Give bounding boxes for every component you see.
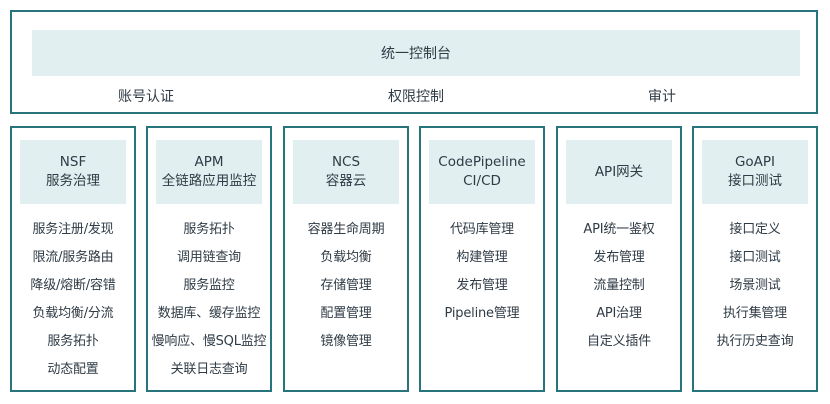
- module-item-list: API统一鉴权发布管理流量控制 API治理自定义插件: [558, 216, 680, 356]
- module-item: 自定义插件: [586, 334, 651, 349]
- module-item: 执行历史查询: [716, 334, 794, 349]
- module-header: APM 全链路应用监控: [156, 140, 262, 204]
- module-item: 服务拓扑: [183, 222, 235, 237]
- module-item: 执行集管理: [722, 306, 787, 321]
- module-item-list: 接口定义接口测试场景测试执行集管理执行历史查询: [694, 216, 816, 356]
- module-item: 服务监控: [183, 278, 235, 293]
- module-item: 负载均衡/分流: [32, 306, 114, 321]
- module-item: 存储管理: [320, 278, 372, 293]
- module-item: 发布管理: [456, 278, 508, 293]
- module-header: GoAPI 接口测试: [702, 140, 808, 204]
- module-item: 服务拓扑: [47, 334, 99, 349]
- module-title-line: 接口测试: [728, 173, 782, 189]
- module-card: APM 全链路应用监控服务拓扑调用链查询服务监控数据库、缓存监控慢响应、慢SQL监…: [146, 126, 272, 392]
- module-item-list: 服务拓扑调用链查询服务监控数据库、缓存监控慢响应、慢SQL监控关联日志查询: [148, 216, 270, 384]
- module-title-line: API网关: [594, 163, 644, 180]
- console-label-permission-control: 权限控制: [388, 89, 444, 105]
- module-item: 服务注册/发现: [32, 222, 114, 237]
- module-title-line: 容器云: [325, 173, 367, 189]
- module-card: NCS 容器云容器生命周期负载均衡存储管理配置管理镜像管理: [283, 126, 409, 392]
- module-item: 构建管理: [456, 250, 508, 265]
- module-item: 代码库管理: [449, 222, 514, 237]
- module-item: 接口定义: [729, 222, 781, 237]
- module-item: 接口测试: [729, 250, 781, 265]
- module-item: API统一鉴权: [583, 222, 655, 237]
- module-header: API网关: [566, 140, 672, 204]
- module-title-line: GoAPI: [734, 154, 776, 170]
- module-item: 慢响应、慢SQL监控: [151, 334, 267, 349]
- module-header: NCS 容器云: [293, 140, 399, 204]
- console-feature-labels: 账号认证 权限控制 审计: [12, 86, 816, 110]
- module-item: 降级/熔断/容错: [30, 278, 116, 293]
- module-item: 流量控制: [593, 278, 645, 293]
- module-item: 配置管理: [320, 306, 372, 321]
- unified-console-panel: 统一控制台 账号认证 权限控制 审计: [10, 10, 818, 114]
- module-title-line: NSF: [59, 154, 87, 170]
- module-item-list: 容器生命周期负载均衡存储管理配置管理镜像管理: [285, 216, 407, 356]
- module-title-line: CI/CD: [463, 173, 501, 189]
- module-item: 数据库、缓存监控: [157, 306, 261, 321]
- module-card: NSF 服务治理服务注册/发现限流/服务路由降级/熔断/容错负载均衡/分流服务拓扑…: [10, 126, 136, 392]
- module-title-line: APM: [194, 154, 224, 170]
- module-title-line: 全链路应用监控: [161, 173, 257, 189]
- module-item: Pipeline管理: [444, 306, 520, 321]
- module-item-list: 代码库管理构建管理发布管理 Pipeline管理: [421, 216, 543, 328]
- module-item: 动态配置: [47, 362, 99, 377]
- module-title-line: CodePipeline: [438, 154, 526, 170]
- module-title-line: NCS: [331, 154, 361, 170]
- module-item: 限流/服务路由: [32, 250, 114, 265]
- module-item: 负载均衡: [320, 250, 372, 265]
- module-item: 容器生命周期: [307, 222, 385, 237]
- module-item: 场景测试: [729, 278, 781, 293]
- console-label-account-auth: 账号认证: [118, 89, 174, 105]
- module-item: API治理: [596, 306, 642, 321]
- module-item: 关联日志查询: [170, 362, 248, 377]
- module-title-line: 服务治理: [46, 173, 100, 189]
- module-item: 镜像管理: [320, 334, 372, 349]
- console-label-audit: 审计: [648, 89, 676, 105]
- module-card: API网关 API统一鉴权发布管理流量控制 API治理自定义插件: [556, 126, 682, 392]
- module-header: NSF 服务治理: [20, 140, 126, 204]
- console-title: 统一控制台: [32, 30, 800, 76]
- module-item: 发布管理: [593, 250, 645, 265]
- module-item-list: 服务注册/发现限流/服务路由降级/熔断/容错负载均衡/分流服务拓扑动态配置: [12, 216, 134, 384]
- module-item: 调用链查询: [176, 250, 241, 265]
